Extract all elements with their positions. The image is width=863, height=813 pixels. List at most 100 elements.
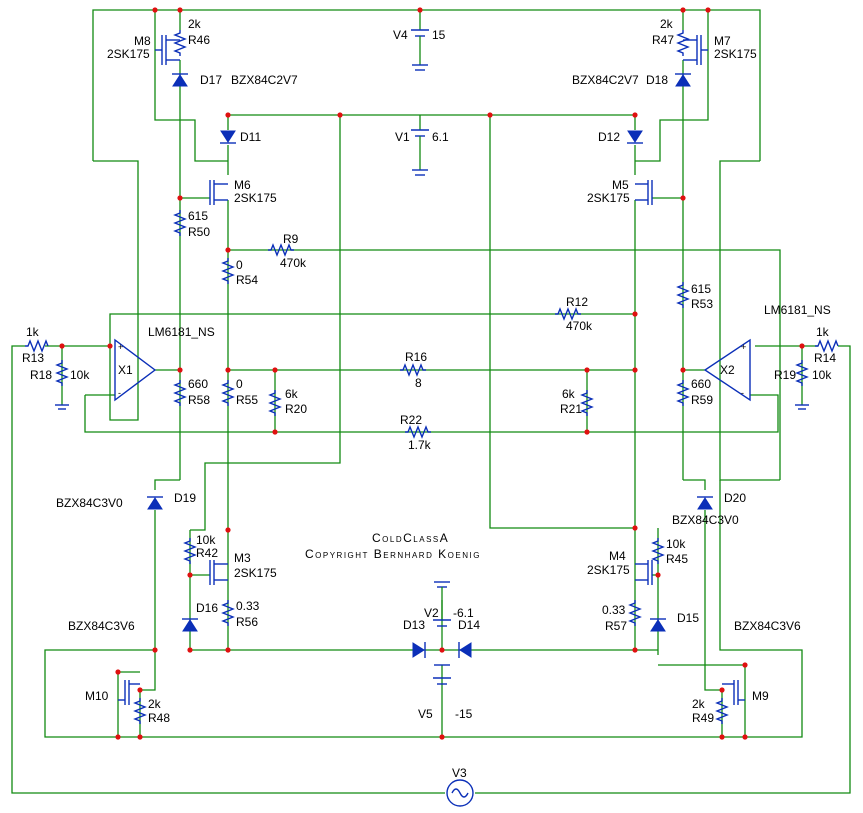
junction-dot: [225, 367, 231, 373]
mosfet-m8: [155, 35, 180, 65]
wire-right-outer: [719, 160, 780, 481]
label-v4-value: 15: [432, 28, 446, 42]
label-d18-ref: D18: [646, 73, 668, 87]
label-m5-value: 2SK175: [587, 191, 630, 205]
source-v3: [446, 779, 474, 807]
mosfets: [118, 35, 745, 705]
label-r14-ref: R14: [814, 351, 836, 365]
sources: [55, 29, 809, 807]
label-v5-ref: V5: [418, 707, 433, 721]
junction-dot: [187, 647, 193, 653]
junction-dot: [632, 311, 638, 317]
resistor-r54: [221, 258, 235, 284]
resistor-r9: [268, 243, 294, 257]
junction-dot: [742, 734, 748, 740]
diode-d20: [697, 497, 713, 510]
label-d20-value: BZX84C3V0: [672, 513, 739, 527]
junction-dot: [632, 367, 638, 373]
label-m5-ref: M5: [612, 178, 629, 192]
label-d13-ref: D13: [403, 618, 425, 632]
label-r46-value: 2k: [188, 17, 202, 31]
resistor-r55: [221, 380, 235, 406]
label-r16-value: 8: [415, 376, 422, 390]
junction-dot: [719, 687, 725, 693]
label-r48-value: 2k: [148, 697, 162, 711]
junction-dot: [152, 7, 158, 13]
resistor-r21: [580, 390, 594, 416]
junction-dot: [742, 662, 748, 668]
labels: V4 15 V1 6.1 V2 -6.1 V5 -15 V3 M8 2SK175…: [22, 17, 836, 780]
resistor-r42: [183, 538, 197, 564]
label-r48-ref: R48: [148, 711, 170, 725]
wire-v1-down-right: [489, 115, 635, 529]
resistor-r53: [676, 282, 690, 308]
resistor-r48: [133, 698, 147, 724]
svg-text:-: -: [118, 388, 121, 398]
diodes: [147, 73, 713, 658]
label-r58-value: 660: [188, 377, 208, 391]
label-v1-value: 6.1: [432, 130, 449, 144]
label-m6-ref: M6: [234, 178, 251, 192]
junction-dot: [680, 367, 686, 373]
wires: [11, 9, 851, 794]
label-d20-ref: D20: [724, 491, 746, 505]
label-r45-ref: R45: [666, 552, 688, 566]
label-r9-value: 470k: [280, 256, 307, 270]
label-d15-value: BZX84C3V6: [734, 619, 801, 633]
mosfet-m5: [635, 180, 653, 205]
label-r22-value: 1.7k: [408, 438, 432, 452]
label-m10-ref: M10: [85, 689, 109, 703]
label-r42-ref: R42: [196, 546, 218, 560]
resistor-r59: [676, 380, 690, 406]
label-r12-value: 470k: [566, 319, 593, 333]
junction-dot: [115, 734, 121, 740]
wire-m7-source: [635, 10, 709, 162]
ground-r18: [55, 404, 69, 410]
label-r59-value: 660: [691, 377, 711, 391]
label-x2-ref: X2: [720, 363, 735, 377]
resistor-r45: [651, 538, 665, 564]
label-m3-value: 2SK175: [234, 566, 277, 580]
label-r47-ref: R47: [652, 33, 674, 47]
junction-dot: [107, 343, 113, 349]
label-x1-value: LM6181_NS: [148, 325, 215, 339]
resistors: [25, 30, 839, 724]
label-r14-value: 1k: [816, 325, 830, 339]
junction-dot: [584, 367, 590, 373]
label-v1-ref: V1: [395, 130, 410, 144]
label-d17-ref: D17: [200, 73, 222, 87]
junction-dot: [799, 343, 805, 349]
label-r21-value: 6k: [562, 387, 576, 401]
resistor-r19: [795, 360, 809, 386]
junction-dot: [272, 429, 278, 435]
label-v3-ref: V3: [452, 766, 467, 780]
label-x2-value: LM6181_NS: [764, 303, 831, 317]
label-r49-value: 2k: [692, 697, 706, 711]
label-r54-value: 0: [236, 258, 243, 272]
junction-dot: [680, 7, 686, 13]
label-r57-value: 0.33: [602, 603, 626, 617]
junction-dot: [632, 525, 638, 531]
junction-dot: [632, 112, 638, 118]
diode-d11: [220, 130, 236, 143]
junction-dot: [632, 647, 638, 653]
label-r46-ref: R46: [188, 33, 210, 47]
wire-r22: [84, 394, 779, 433]
wire-input-left: [11, 345, 445, 794]
svg-text:+: +: [741, 342, 746, 352]
label-m9-ref: M9: [752, 689, 769, 703]
mosfet-m9: [722, 680, 745, 705]
resistor-r50: [173, 210, 187, 236]
junction-dot: [59, 343, 65, 349]
junction-dot: [584, 429, 590, 435]
junction-dot: [417, 7, 423, 13]
junction-dot: [705, 7, 711, 13]
label-d15-ref: D15: [677, 611, 699, 625]
junction-dot: [337, 112, 343, 118]
wire-x2-d20: [683, 479, 706, 490]
ground-r19: [795, 404, 809, 410]
label-r12-ref: R12: [566, 295, 588, 309]
wire-input-right: [475, 345, 851, 794]
